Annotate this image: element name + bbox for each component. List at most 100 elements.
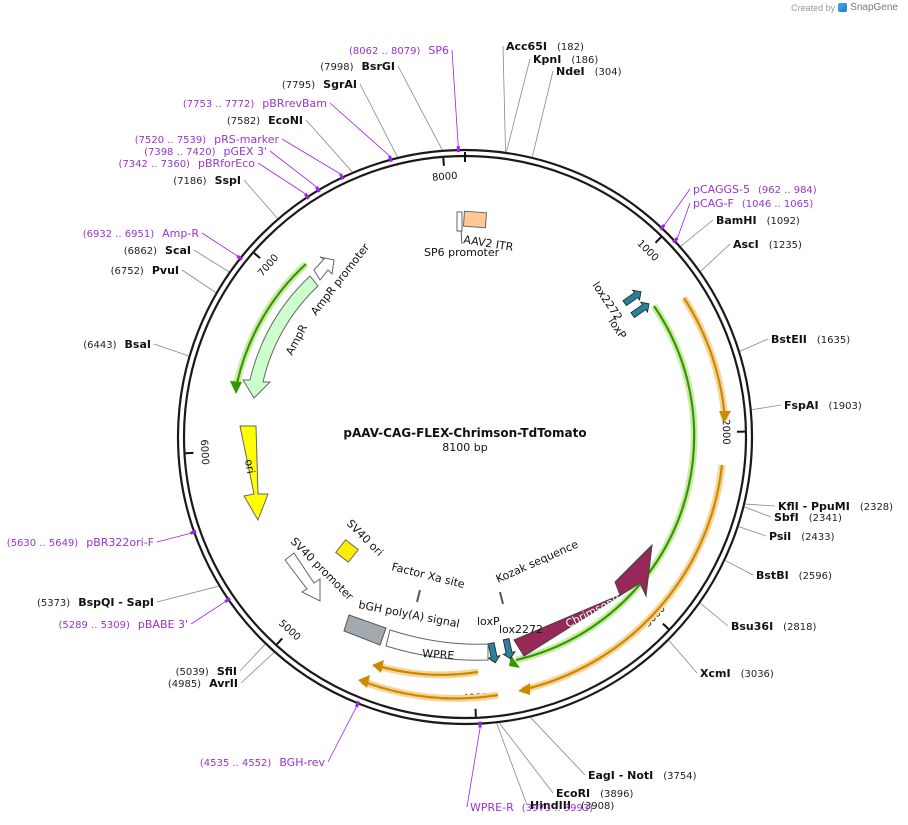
enzyme-position: (7186): [173, 176, 206, 187]
tick-label: 6000: [198, 439, 210, 465]
enzyme-position: (304): [595, 67, 622, 78]
primer-site-mark: [388, 155, 393, 163]
sv40-ori-feature[interactable]: [335, 539, 359, 563]
sp6-promoter-label: SP6 promoter: [424, 246, 500, 259]
enzyme-label[interactable]: EcoRI(3896): [556, 787, 634, 800]
primer-label[interactable]: (8062 .. 8079)SP6: [349, 44, 449, 57]
wpre-label: WPRE: [422, 647, 455, 662]
credit-brand[interactable]: SnapGene: [850, 2, 898, 13]
primer-label[interactable]: pCAGGS-5(962 .. 984): [693, 183, 817, 196]
ampr-feature[interactable]: [242, 275, 319, 399]
enzyme-leader: [181, 269, 217, 293]
primer-range: (7753 .. 7772): [183, 99, 255, 110]
sp6-promoter-feature[interactable]: [456, 211, 463, 232]
enzyme-name: EcoRI: [556, 787, 590, 800]
orf-orange-upper-line: [683, 297, 727, 421]
tick-label: 7000: [256, 253, 281, 279]
enzyme-label[interactable]: KflI - PpuMI(2328): [778, 500, 893, 513]
enzyme-label[interactable]: (6443)BsaI: [83, 338, 151, 351]
primer-name: pRS-marker: [214, 133, 279, 146]
primer-label[interactable]: (5289 .. 5309)pBABE 3': [59, 618, 189, 631]
enzyme-label[interactable]: (6862)ScaI: [124, 244, 191, 257]
primer-label[interactable]: (7753 .. 7772) pBRrevBam: [183, 97, 327, 110]
enzyme-label[interactable]: (5373)BspQI - SapI: [37, 596, 154, 609]
orf-orange-lower-head: [518, 683, 530, 695]
primer-leader: [451, 49, 459, 147]
factor-xa-label: Factor Xa site: [390, 560, 466, 591]
enzyme-label[interactable]: (7582)EcoNI: [227, 114, 303, 127]
enzyme-label[interactable]: PsiI (2433): [769, 530, 835, 543]
itr-feature[interactable]: [462, 210, 487, 229]
orf-orange-lower-line: [521, 464, 724, 692]
enzyme-label[interactable]: XcmI(3036): [700, 667, 774, 680]
ori-feature[interactable]: [239, 425, 269, 522]
enzyme-label[interactable]: AscI(1235): [733, 238, 802, 251]
primer-label[interactable]: (4535 .. 4552)BGH-rev: [200, 756, 326, 769]
enzyme-name: EagI - NotI: [588, 769, 653, 782]
enzyme-leader: [680, 219, 714, 247]
primer-range: (6932 .. 6951): [83, 229, 155, 240]
lox2272-bottom-feature[interactable]: [500, 638, 516, 660]
enzyme-label[interactable]: Acc65I(182): [506, 40, 584, 53]
primer-label[interactable]: (7398 .. 7420) pGEX 3': [144, 145, 267, 158]
primer-label[interactable]: (7342 .. 7360)pBRforEco: [119, 157, 256, 170]
kozak-label: Kozak sequence: [494, 538, 581, 586]
primer-site-mark: [355, 700, 361, 708]
enzyme-label[interactable]: (5039)SfiI: [176, 665, 237, 678]
primer-label[interactable]: (7520 .. 7539)pRS-marker: [135, 133, 280, 146]
enzyme-label[interactable]: FspAI(1903): [784, 399, 862, 412]
snapgene-logo-icon: [838, 3, 848, 12]
primer-sites: (8062 .. 8079)SP6 pCAGGS-5(962 .. 984)pCA…: [7, 44, 817, 814]
bgh-polya-feature[interactable]: [343, 614, 387, 646]
enzyme-leader: [699, 602, 729, 627]
orf-orange-bottom-2-line: [377, 664, 479, 676]
enzyme-name: Bsu36I: [731, 620, 773, 633]
loxp-top-feature[interactable]: [629, 299, 652, 320]
primer-label[interactable]: (6932 .. 6951)Amp-R: [83, 227, 200, 240]
chrimsonr-feature[interactable]: [513, 543, 653, 657]
loxp-bottom-feature[interactable]: [485, 642, 501, 664]
enzyme-label[interactable]: BamHI(1092): [716, 214, 800, 227]
enzyme-label[interactable]: (7998)BsrGI: [320, 60, 395, 73]
primer-leader: [329, 102, 390, 157]
factor-xa-feature[interactable]: [416, 589, 421, 603]
enzyme-label[interactable]: (7186)SspI: [173, 174, 241, 187]
lox2272-top-feature[interactable]: [621, 287, 644, 308]
primer-label[interactable]: pCAG-F(1046 .. 1065): [693, 197, 813, 210]
tick-mark: [654, 236, 662, 244]
primer-range: (7398 .. 7420): [144, 147, 216, 158]
enzyme-position: (1235): [769, 240, 802, 251]
primer-name: pBRrevBam: [262, 97, 327, 110]
enzyme-label[interactable]: KpnI(186): [533, 53, 598, 66]
kozak-feature[interactable]: [499, 591, 504, 605]
enzyme-label[interactable]: BstEII(1635): [771, 333, 850, 346]
orf-orange-bottom-1-line: [361, 679, 499, 700]
enzyme-position: (7795): [282, 80, 315, 91]
enzyme-label[interactable]: NdeI(304): [556, 65, 622, 78]
enzyme-label[interactable]: BstBI(2596): [756, 569, 832, 582]
enzyme-leader: [496, 723, 528, 806]
enzyme-position: (2433): [801, 532, 834, 543]
orf-green-left-head: [230, 381, 242, 394]
primer-label[interactable]: WPRE-R(3973 .. 3993): [470, 801, 593, 814]
sv40-promoter-feature[interactable]: [284, 552, 321, 602]
enzyme-position: (5373): [37, 598, 70, 609]
primer-label[interactable]: (5630 .. 5649)pBR322ori-F: [7, 536, 154, 549]
enzyme-name: PsiI: [769, 530, 791, 543]
enzyme-label[interactable]: SbfI(2341): [774, 511, 842, 524]
enzyme-position: (2328): [860, 502, 893, 513]
enzyme-label[interactable]: (6752)PvuI: [111, 264, 179, 277]
primer-leader: [677, 202, 691, 239]
enzyme-label[interactable]: (7795)SgrAI: [282, 78, 357, 91]
tick-mark: [276, 637, 283, 646]
ampr-promoter-feature[interactable]: [313, 256, 335, 281]
enzyme-label[interactable]: (4985)AvrII: [168, 677, 238, 690]
enzyme-label[interactable]: EagI - NotI(3754): [588, 769, 697, 782]
enzyme-label[interactable]: HindIII(3908): [530, 799, 614, 812]
primer-name: pGEX 3': [223, 145, 267, 158]
enzyme-label[interactable]: Bsu36I(2818): [731, 620, 817, 633]
primer-range: (8062 .. 8079): [349, 46, 421, 57]
primer-site-mark: [339, 173, 345, 181]
wpre-feature[interactable]: [385, 629, 489, 661]
enzyme-name: BstEII: [771, 333, 807, 346]
